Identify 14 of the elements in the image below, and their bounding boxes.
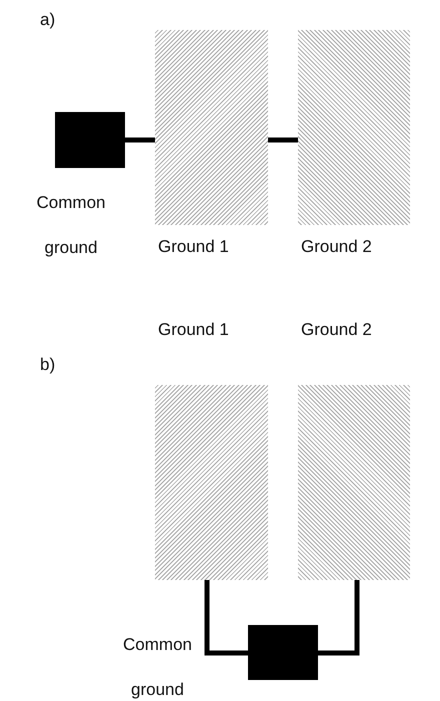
ground-label: Ground 1 [158,319,229,341]
connection-line [318,580,360,656]
ground-label: Ground 2 [301,319,372,341]
node-caption: Common ground [122,634,193,701]
panel-label: b) [40,354,56,376]
ground-block [55,112,125,168]
connection-line [268,138,298,142]
connection-line [204,580,248,656]
panel-label: a) [40,9,56,31]
ground-label: Ground 2 [301,236,372,258]
connection-line [125,138,155,142]
node-caption: Common ground [36,192,106,259]
ground-label: Ground 1 [158,236,229,258]
ground-block [248,625,318,680]
